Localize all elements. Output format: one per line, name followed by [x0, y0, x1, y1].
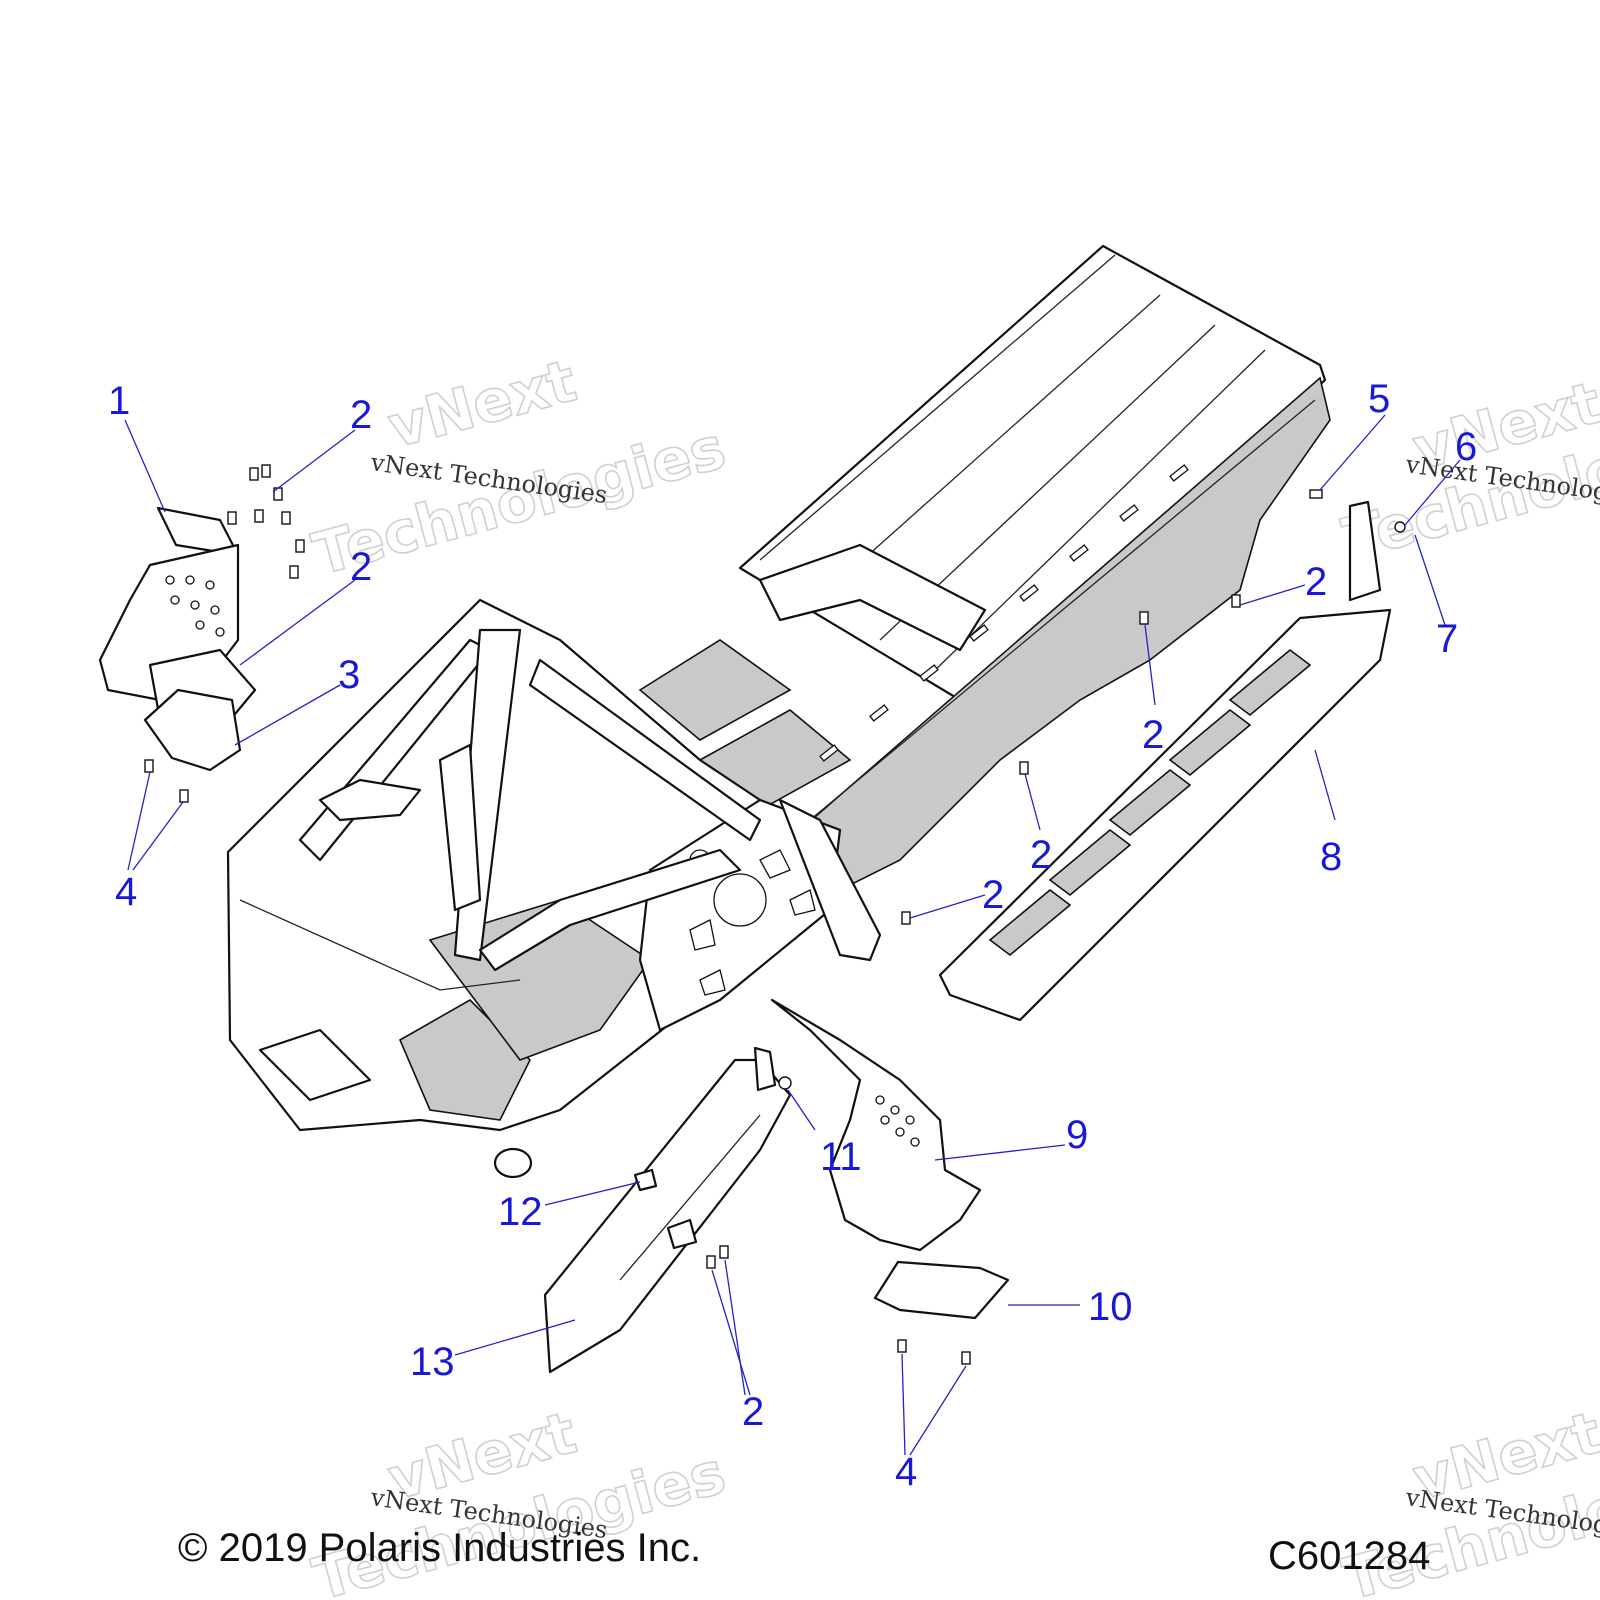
- skid-body: [543, 1058, 792, 1374]
- callout-2: 2: [350, 393, 372, 437]
- skid-mount: [666, 1218, 698, 1250]
- screw-part-2: [1019, 761, 1029, 775]
- callout-5: 5: [1368, 377, 1390, 421]
- callout-13: 13: [410, 1340, 455, 1384]
- frame-tube-upper-right: [528, 658, 762, 842]
- callout-4: 4: [895, 1450, 917, 1494]
- screw-part-2: [901, 911, 911, 925]
- front-frame-assembly: [226, 598, 882, 1179]
- leader-2e: [1024, 773, 1041, 831]
- callout-2: 2: [982, 873, 1004, 917]
- tunnel-slots: [819, 464, 1189, 762]
- part-5-bolt: [1309, 489, 1323, 499]
- leader-2g2: [711, 1269, 751, 1396]
- bracket-body: [770, 998, 982, 1252]
- part-8-running-board: [938, 500, 1392, 1022]
- running-board-slots: [988, 648, 1312, 957]
- leader-2g: [724, 1259, 746, 1396]
- callout-10: 10: [1088, 1285, 1133, 1329]
- screw-part-2: [1139, 611, 1149, 625]
- copyright-text: © 2019 Polaris Industries Inc.: [178, 1526, 702, 1570]
- leader-1: [124, 419, 166, 513]
- leader-2a: [272, 429, 356, 493]
- callout-12: 12: [498, 1190, 543, 1234]
- part-1-bracket: [98, 506, 257, 722]
- leader-9: [934, 1144, 1066, 1161]
- leader-3: [234, 684, 341, 746]
- leader-2c: [1239, 584, 1306, 606]
- leader-lines: [124, 414, 1461, 1456]
- callout-3: 3: [338, 653, 360, 697]
- cross-tube-lower: [478, 848, 742, 972]
- steering-post-tube: [778, 798, 882, 962]
- bulkhead-cutout: [258, 1028, 372, 1102]
- leader-2b: [239, 579, 356, 666]
- callout-2: 2: [742, 1390, 764, 1434]
- skid-rib: [619, 1114, 761, 1281]
- callout-2: 2: [1305, 560, 1327, 604]
- leader-8: [1314, 749, 1336, 821]
- screw-group-top-left: [227, 464, 305, 579]
- callout-9: 9: [1066, 1113, 1088, 1157]
- screw-part-4: [961, 1351, 971, 1365]
- screw-part-2: [719, 1245, 729, 1259]
- callout-2: 2: [350, 545, 372, 589]
- floor-panel: [638, 639, 792, 741]
- callout-4: 4: [115, 870, 137, 914]
- watermark-big-1: vNext: [381, 346, 583, 461]
- leader-2f: [909, 894, 986, 919]
- leader-13: [454, 1319, 576, 1356]
- part-10-plate: [873, 1260, 1010, 1320]
- hub-boss: [493, 1147, 533, 1179]
- leader-4a: [127, 771, 151, 871]
- callout-8: 8: [1320, 835, 1342, 879]
- screw-part-4: [897, 1339, 907, 1353]
- callout-1: 1: [108, 379, 130, 423]
- leader-7: [1414, 534, 1446, 626]
- fasteners: [144, 464, 1241, 1365]
- leader-4b: [901, 1353, 906, 1456]
- part-6-nut: [1394, 521, 1406, 533]
- part-12-clip: [633, 1168, 658, 1192]
- callout-2: 2: [1030, 833, 1052, 877]
- leader-5: [1319, 414, 1386, 491]
- callout-labels: 1 2 2 3 4 5 6 7 2 2 2 2 8 9 10 11 12 13 …: [108, 377, 1477, 1494]
- callout-7: 7: [1436, 617, 1458, 661]
- screw-part-4: [144, 759, 154, 773]
- part-13-skid: [543, 1046, 792, 1374]
- drawing-number: C601284: [1268, 1534, 1431, 1578]
- part-7-toe-hook: [1348, 500, 1382, 602]
- leader-2d: [1144, 624, 1156, 706]
- part-9-bracket: [770, 998, 982, 1252]
- tunnel-rib: [929, 349, 1266, 676]
- callout-6: 6: [1455, 425, 1477, 469]
- leader-4a2: [132, 801, 184, 871]
- screw-part-2: [1231, 594, 1241, 608]
- leader-6: [1404, 459, 1461, 526]
- cross-tube-left: [318, 778, 422, 822]
- leader-11: [787, 1089, 816, 1131]
- shock-mount: [438, 743, 482, 912]
- skid-tab: [753, 1046, 777, 1092]
- tunnel-cross-brace: [758, 543, 987, 652]
- tunnel-rib: [759, 254, 1116, 561]
- tunnel-edge-line: [809, 399, 1316, 821]
- bracket-holes: [165, 575, 225, 637]
- screw-part-4: [179, 789, 189, 803]
- screw-part-2: [706, 1255, 716, 1269]
- bulkhead-edge: [239, 899, 521, 991]
- leader-4b2: [909, 1365, 967, 1456]
- bulkhead-floor-shade: [428, 899, 652, 1061]
- callout-11: 11: [820, 1135, 862, 1179]
- part-11-nut: [778, 1076, 792, 1090]
- callout-2: 2: [1142, 713, 1164, 757]
- part-3-plate: [143, 688, 242, 772]
- tunnel-assembly: [638, 244, 1331, 902]
- bracket-holes: [875, 1095, 920, 1147]
- leader-12: [544, 1181, 641, 1206]
- tunnel-rib: [819, 294, 1161, 599]
